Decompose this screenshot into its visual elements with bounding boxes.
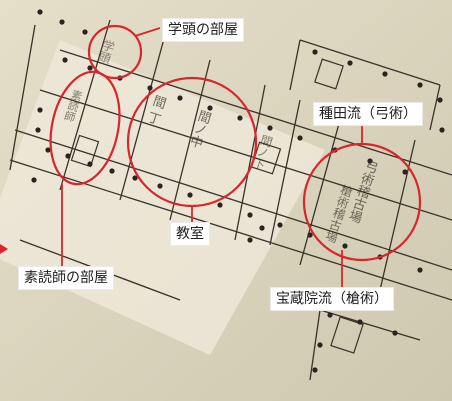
dot-markers <box>31 9 445 373</box>
callout-classroom: 教室 <box>170 222 210 246</box>
arrow-marker-icon <box>0 244 8 254</box>
callout-hozoin-ryu: 宝蔵院流（槍術） <box>270 287 394 311</box>
callout-taneda-ryu: 種田流（弓術） <box>313 102 423 126</box>
red-circle-icon <box>49 24 422 262</box>
callout-gakuto-room: 学頭の部屋 <box>162 18 244 42</box>
plan-lines <box>9 19 452 381</box>
callout-sodokushi-room: 素読師の部屋 <box>18 266 114 290</box>
